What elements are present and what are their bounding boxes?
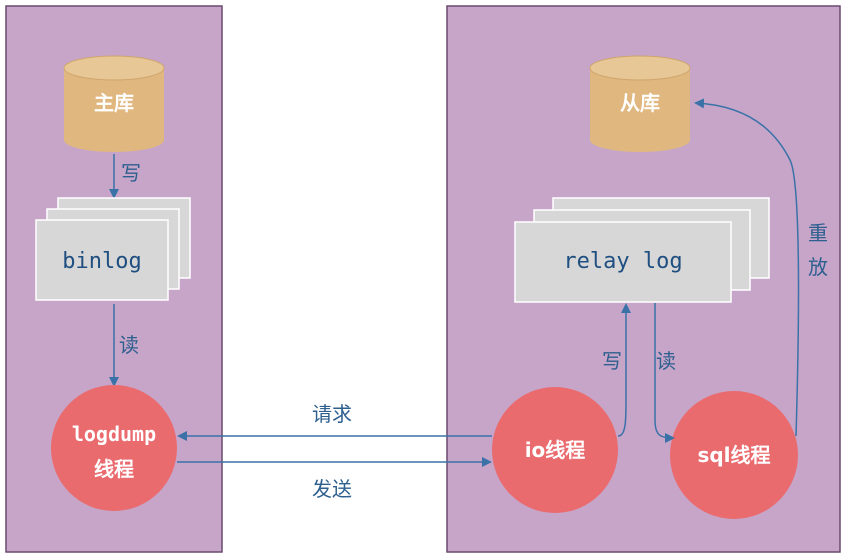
slave-db-label: 从库	[620, 91, 660, 115]
sql-thread-label: sql线程	[697, 443, 770, 467]
logdump-label: logdump	[72, 422, 156, 446]
io-write-label: 写	[602, 349, 622, 373]
io-thread: io线程	[492, 387, 618, 513]
binlog-stack: binlog	[35, 197, 191, 301]
sql-read-label: 读	[656, 349, 676, 373]
io-write-arrow	[617, 303, 631, 437]
logdump-label-thread: 线程	[94, 457, 134, 481]
send-label: 发送	[312, 477, 352, 501]
replay-label-1: 重	[808, 221, 828, 245]
master-db-label: 主库	[94, 91, 134, 115]
master-db: 主库	[63, 55, 165, 152]
relay-log-label: relay log	[563, 249, 682, 274]
binlog-label: binlog	[62, 249, 141, 274]
master-read-label: 读	[119, 333, 139, 357]
master-write-label: 写	[121, 161, 141, 185]
replay-arrow	[694, 98, 800, 437]
logdump-thread: logdump 线程	[51, 385, 177, 511]
replay-label-2: 放	[808, 255, 828, 279]
relay-log-stack: relay log	[514, 197, 770, 303]
io-thread-label: io线程	[525, 438, 586, 462]
slave-db: 从库	[589, 55, 691, 152]
sql-read-arrow	[654, 303, 675, 443]
sql-thread: sql线程	[670, 391, 798, 519]
request-label: 请求	[312, 402, 352, 426]
